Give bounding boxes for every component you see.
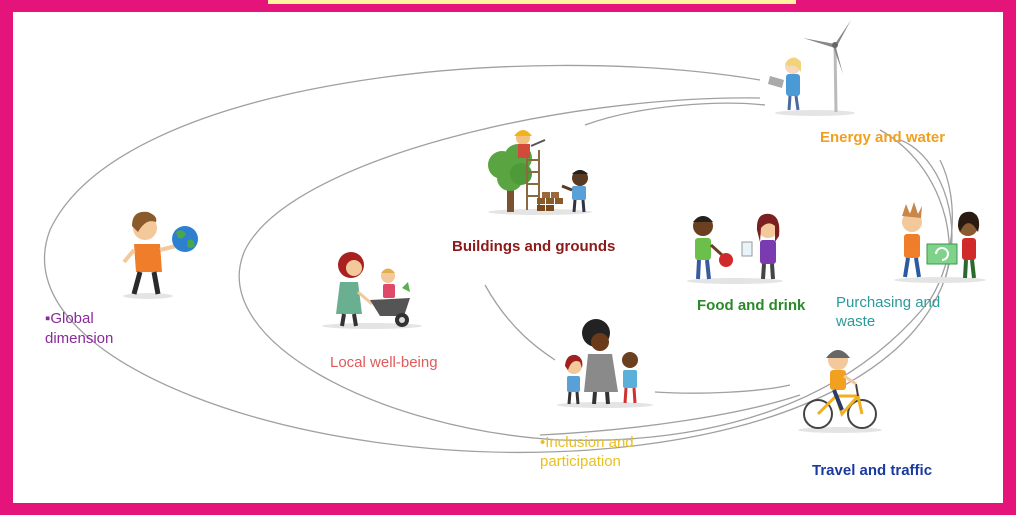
buildings-and-grounds-label: Buildings and grounds — [452, 238, 616, 255]
middle-orbit — [238, 97, 953, 442]
global-dimension-label-line1: ▪Global — [45, 310, 94, 327]
inclusion-and-participation-label-line2: participation — [540, 453, 621, 470]
inclusion-and-participation-label-line1: •Inclusion and — [540, 434, 634, 451]
top-highlight-strip — [268, 0, 796, 4]
builder-with-tree-illustration — [488, 130, 592, 215]
local-well-being-label: Local well-being — [330, 354, 438, 371]
orbit-lines — [43, 64, 953, 453]
inner-orbit-top — [584, 102, 766, 126]
children-recycling-illustration — [894, 202, 986, 283]
parent-with-wheelbarrow-illustration — [322, 252, 422, 329]
wind-turbine-child-illustration — [768, 20, 855, 116]
inner-orbit-lower — [539, 394, 801, 436]
global-dimension-label-line2: dimension — [45, 330, 114, 347]
outer-orbit — [43, 64, 953, 453]
boy-with-globe-illustration — [122, 211, 198, 299]
food-and-drink-label: Food and drink — [697, 297, 806, 314]
purchasing-and-waste-label-line1: Purchasing and — [836, 294, 941, 311]
children-sharing-food-illustration — [687, 213, 783, 284]
inner-orbit-right — [654, 384, 791, 394]
teacher-with-children-illustration — [557, 319, 653, 408]
purchasing-and-waste-label-line2: waste — [836, 313, 876, 330]
energy-and-water-label: Energy and water — [820, 129, 946, 146]
child-on-bicycle-illustration — [798, 350, 882, 433]
travel-and-traffic-label: Travel and traffic — [812, 462, 933, 479]
inner-orbit-bottom — [484, 284, 556, 361]
